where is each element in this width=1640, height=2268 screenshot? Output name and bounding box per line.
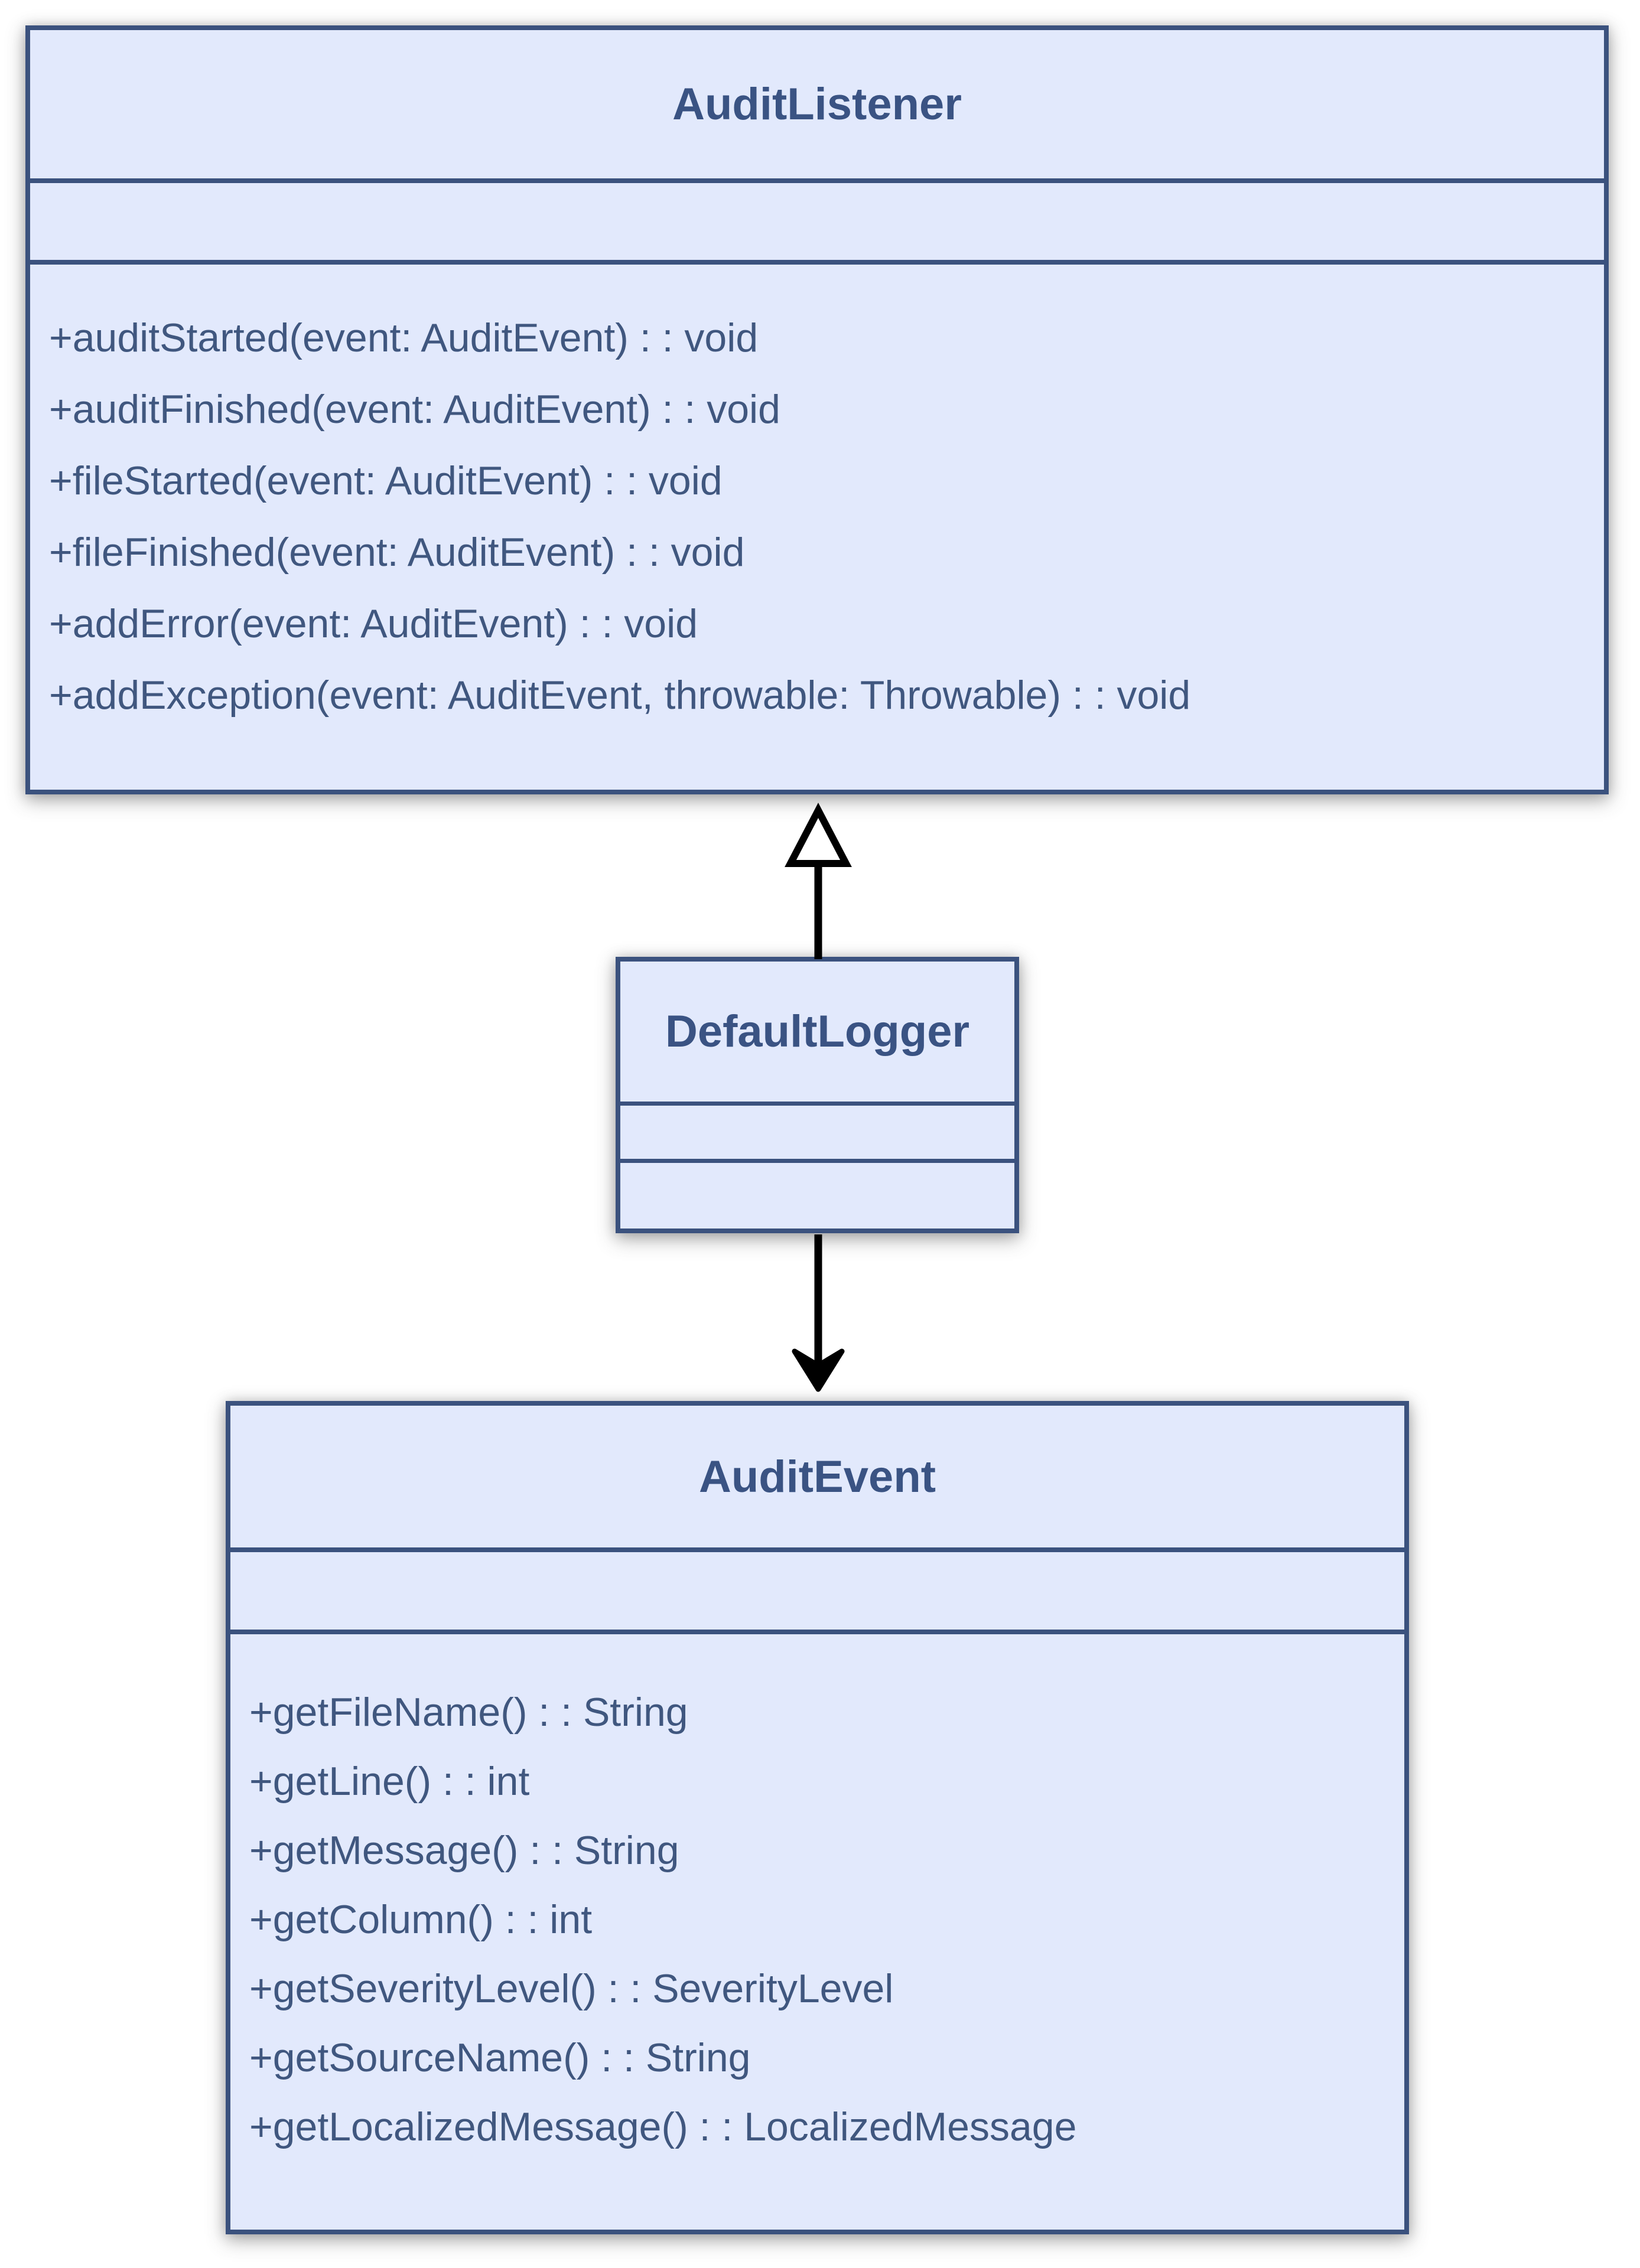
methods-compartment-auditlistener: +auditStarted(event: AuditEvent) : : voi…: [30, 265, 1604, 790]
generalization-arrow: [785, 803, 852, 959]
class-title-auditlistener: AuditListener: [30, 30, 1604, 183]
method-text: +getSeverityLevel() : : SeverityLevel: [249, 1966, 894, 2011]
method-text: +addException(event: AuditEvent, throwab…: [49, 673, 1191, 718]
class-box-auditlistener: AuditListener +auditStarted(event: Audit…: [25, 25, 1609, 794]
method-text: +getColumn() : : int: [249, 1897, 593, 1942]
method-text: +auditStarted(event: AuditEvent) : : voi…: [49, 315, 759, 360]
method-text: +getFileName() : : String: [249, 1690, 688, 1735]
method-text: +fileStarted(event: AuditEvent) : : void: [49, 458, 723, 503]
class-title-defaultlogger: DefaultLogger: [620, 962, 1014, 1106]
method-text: +getLocalizedMessage() : : LocalizedMess…: [249, 2104, 1077, 2149]
method-text: +getMessage() : : String: [249, 1828, 679, 1873]
attributes-compartment-defaultlogger: [620, 1106, 1014, 1163]
method-text: +getLine() : : int: [249, 1759, 530, 1804]
solid-arrowhead: [792, 1348, 845, 1392]
methods-compartment-auditevent: +getFileName() : : String +getLine() : : …: [230, 1634, 1404, 2230]
methods-compartment-defaultlogger: [620, 1163, 1014, 1228]
class-title-auditevent: AuditEvent: [230, 1406, 1404, 1552]
class-box-auditevent: AuditEvent +getFileName() : : String+get…: [226, 1401, 1409, 2234]
method-text: +addError(event: AuditEvent) : : void: [49, 601, 698, 646]
class-box-defaultlogger: DefaultLogger: [616, 957, 1019, 1233]
hollow-triangle-arrowhead: [785, 803, 852, 867]
attributes-compartment-auditevent: [230, 1552, 1404, 1634]
association-arrow: [792, 1234, 845, 1392]
attributes-compartment-auditlistener: [30, 183, 1604, 265]
method-text: +getSourceName() : : String: [249, 2035, 751, 2080]
method-text: +auditFinished(event: AuditEvent) : : vo…: [49, 387, 780, 432]
method-text: +fileFinished(event: AuditEvent) : : voi…: [49, 530, 745, 575]
